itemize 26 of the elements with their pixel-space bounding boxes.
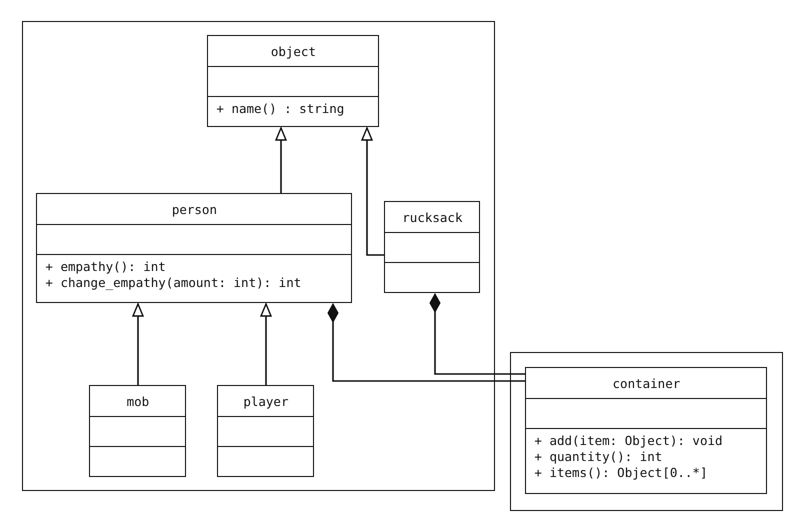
composition-line: [430, 294, 526, 375]
method-text: + quantity(): int: [534, 449, 662, 466]
class-box: [89, 385, 186, 478]
inheritance-arrow: [275, 127, 287, 194]
class-box: [36, 193, 352, 304]
class-name: person: [172, 202, 217, 217]
class-box: [384, 201, 480, 294]
method-text: + add(item: Object): void: [534, 433, 723, 450]
class-name: object: [270, 44, 316, 59]
package-frame: [510, 352, 783, 511]
method-text: + items(): Object[0..*]: [534, 465, 708, 482]
class-name: mob: [126, 394, 150, 409]
inheritance-arrow: [361, 127, 385, 256]
class-name: container: [612, 376, 680, 391]
composition-line: [328, 304, 526, 382]
inheritance-arrow: [132, 303, 144, 386]
method-text: + name() : string: [216, 101, 344, 118]
method-text: + empathy(): int: [45, 259, 166, 276]
method-text: + change_empathy(amount: int): int: [45, 275, 302, 292]
class-box: [207, 35, 380, 128]
class-name: player: [243, 394, 288, 409]
package-frame: [22, 21, 495, 491]
class-box: [217, 385, 314, 478]
class-name: rucksack: [402, 210, 462, 225]
inheritance-arrow: [260, 303, 272, 386]
class-box: [525, 367, 768, 494]
